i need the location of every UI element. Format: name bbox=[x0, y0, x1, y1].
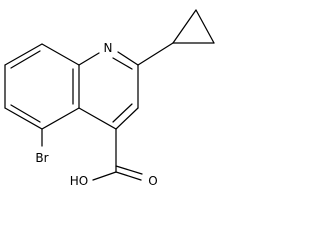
bond bbox=[4, 43, 43, 66]
bond bbox=[115, 107, 139, 130]
bond bbox=[195, 9, 215, 44]
bond bbox=[117, 51, 139, 66]
bromine-label: Br bbox=[35, 151, 48, 165]
bond bbox=[115, 165, 143, 175]
nitrogen-label: N bbox=[104, 41, 113, 55]
bond bbox=[10, 50, 41, 69]
bond bbox=[92, 171, 117, 181]
bond bbox=[115, 171, 142, 181]
bond-set bbox=[4, 9, 215, 181]
bond bbox=[4, 107, 43, 130]
bond bbox=[41, 43, 80, 66]
bond bbox=[78, 52, 100, 66]
bond bbox=[78, 107, 117, 130]
bond bbox=[172, 9, 197, 44]
carbonyl-oxygen-label: O bbox=[148, 174, 157, 187]
bond bbox=[112, 103, 133, 123]
bond bbox=[137, 42, 174, 66]
bond bbox=[10, 104, 41, 123]
hydroxyl-label: HO bbox=[70, 174, 88, 187]
bond bbox=[112, 57, 133, 70]
chemical-structure: N Br HO O bbox=[4, 9, 215, 187]
bond bbox=[41, 107, 80, 130]
atom-label-set: N Br HO O bbox=[35, 41, 157, 187]
